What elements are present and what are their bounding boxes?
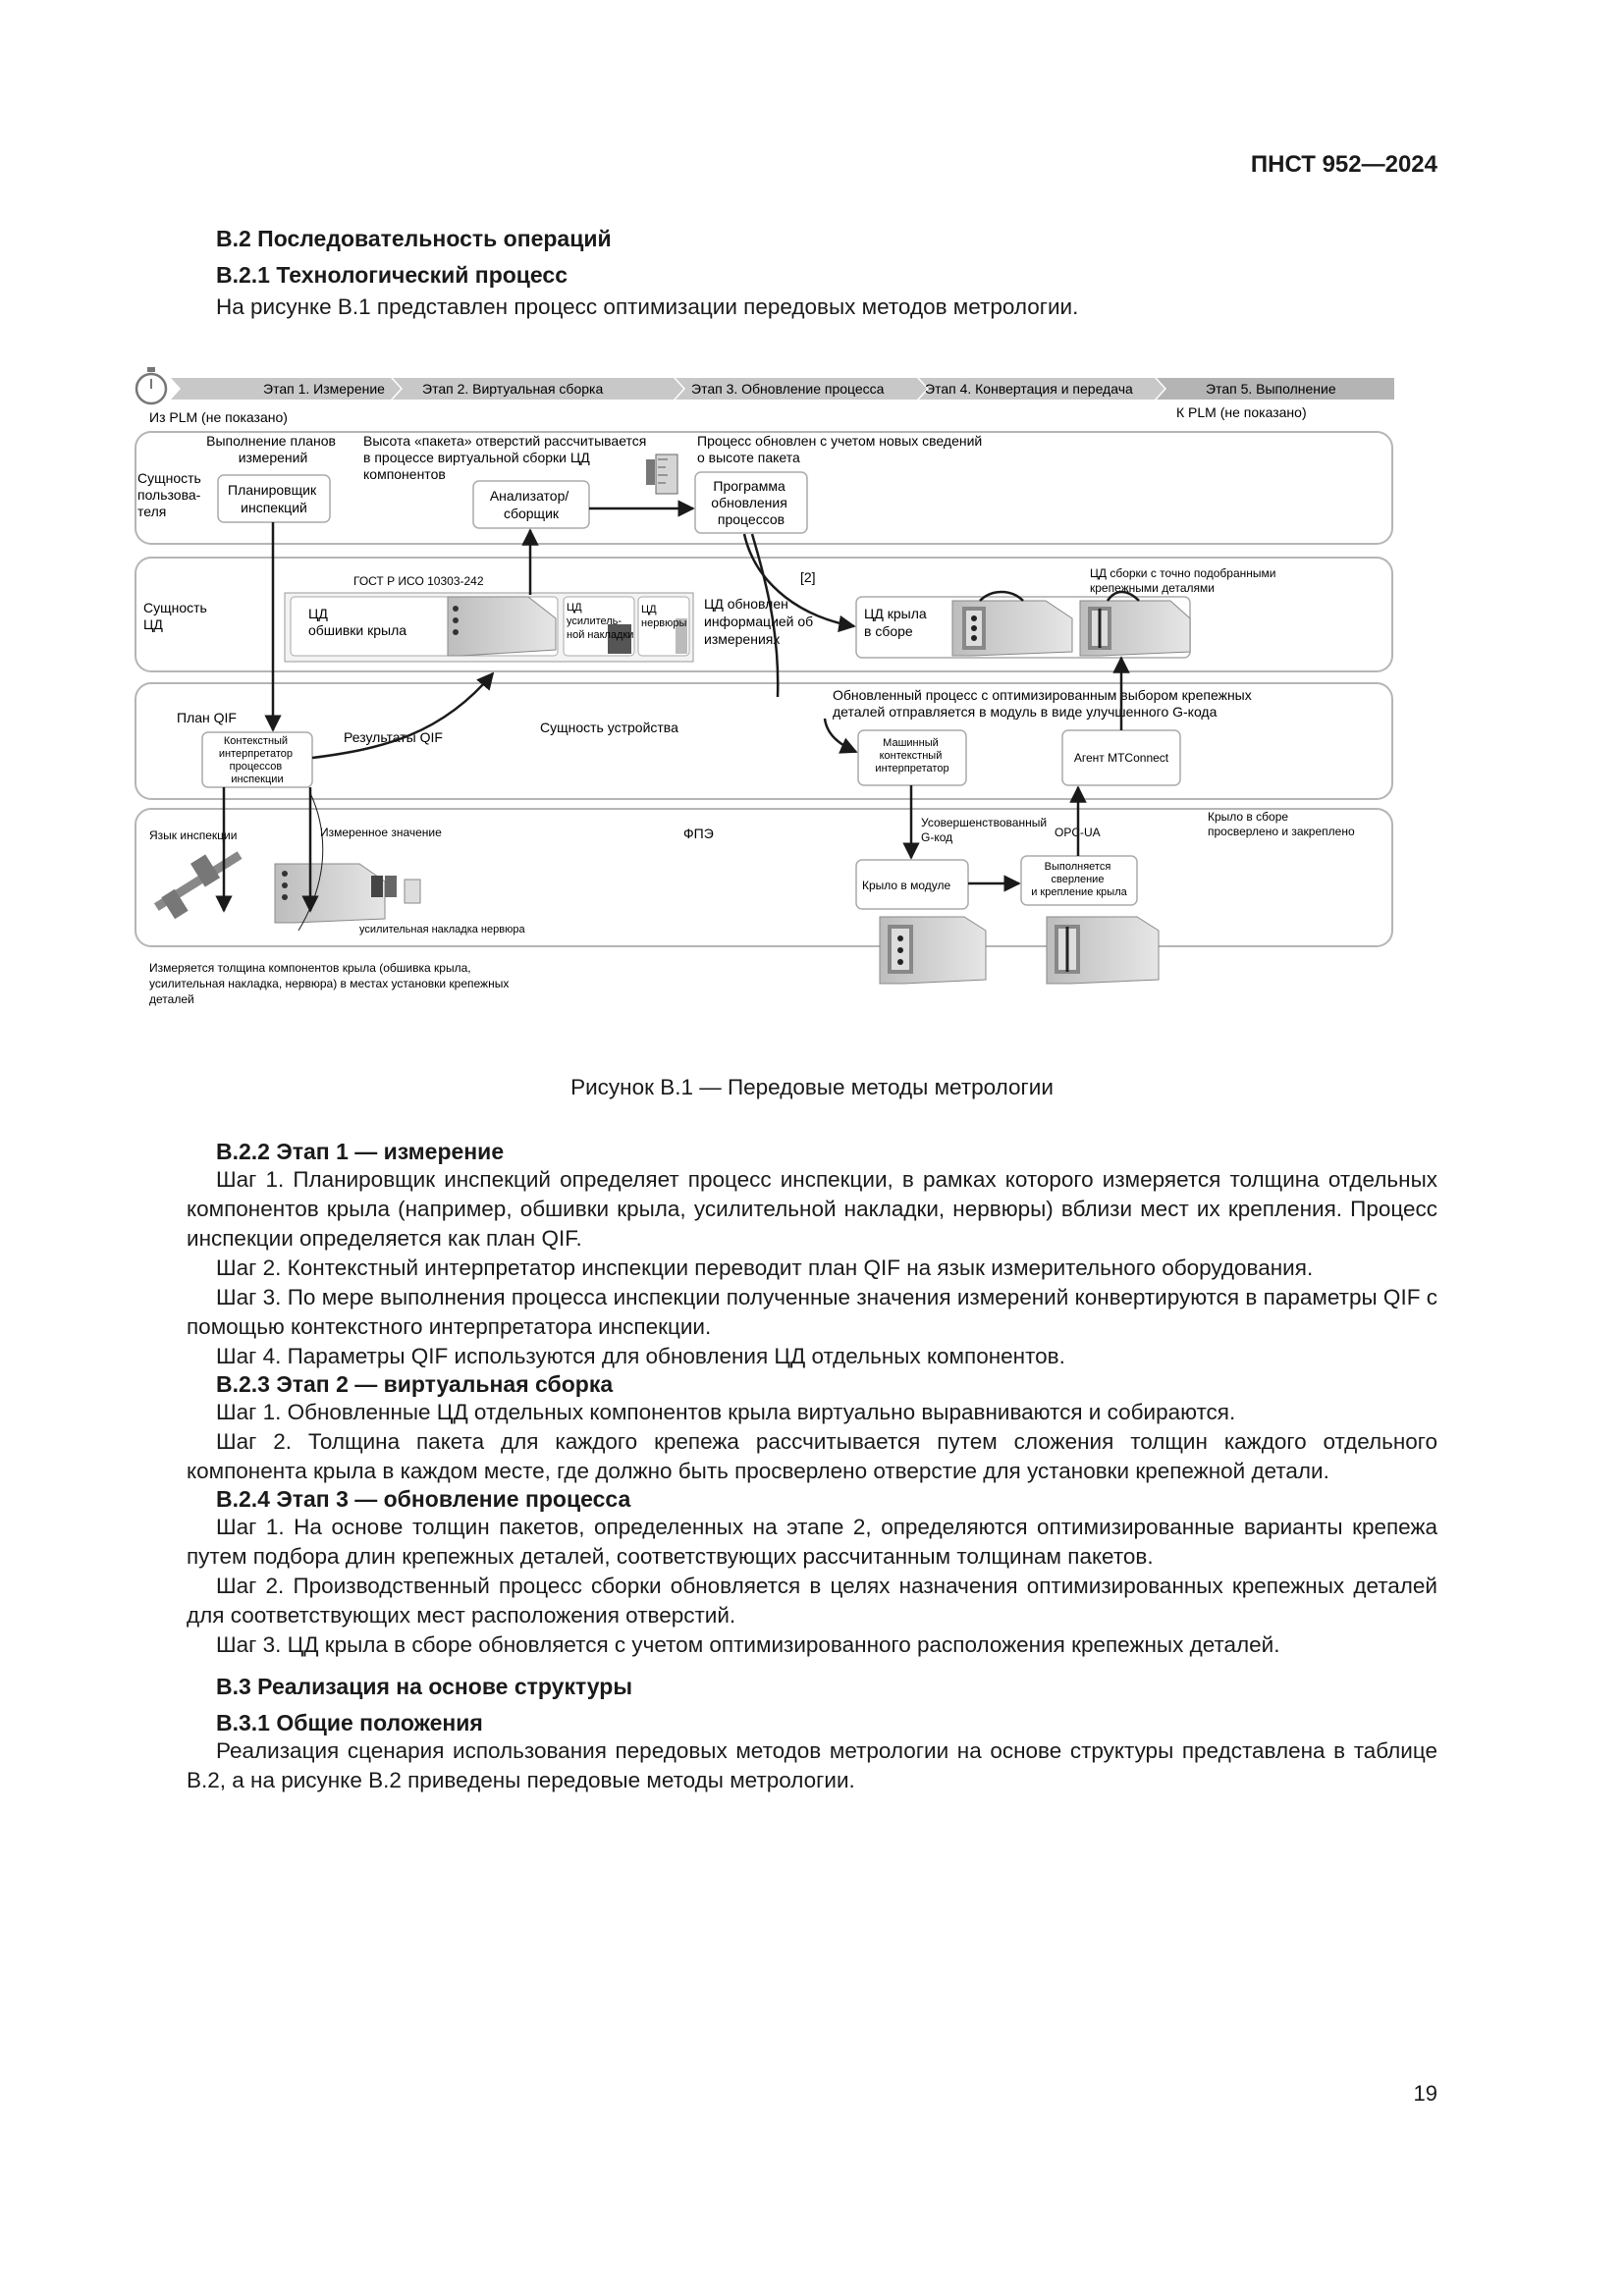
stopwatch-icon [135,367,168,405]
stage-1: Этап 1. Измерение [263,381,385,397]
stage-4: Этап 4. Конвертация и передача [925,381,1133,397]
doubler-shape [608,624,631,654]
stage-2: Этап 2. Виртуальная сборка [422,381,603,397]
rib-shape [676,618,687,654]
drilled-wing-image [1046,916,1160,985]
machine-interpreter-label: Машинный контекстный интерпретатор [875,737,948,774]
measured-value-label: Измеренное значение [320,826,442,839]
paragraph: Шаг 2. Контекстный интерпретатор инспекц… [216,1255,1314,1280]
section-b2: В.2 Последовательность операций В.2.1 Те… [187,226,1437,322]
process-diagram: Этап 1. Измерение Этап 2. Виртуальная сб… [135,367,1404,1006]
section-title: В.3 Реализация на основе структуры [216,1674,632,1699]
wing-done-label: Крыло в сборе просверлено и закреплено [1208,810,1355,838]
dt-doubler-label: ЦД усилитель- ной накладки [567,602,633,641]
dt-skin-label: ЦД обшивки крыла [308,606,406,638]
figure-b1: Этап 1. Измерение Этап 2. Виртуальная сб… [128,361,1404,1021]
subsection-title: В.2.1 Технологический процесс [216,262,568,288]
wing-in-module-label: Крыло в модуле [862,879,951,892]
note-stack: Высота «пакета» отверстий рассчитывается… [363,433,650,482]
wing-assembly-image [951,600,1073,657]
lane-user [135,431,1393,545]
caliper-image [153,851,243,920]
paragraph: Шаг 1. Планировщик инспекций определяет … [187,1167,1437,1251]
inspection-lang-label: Язык инспекции [149,828,237,842]
analyzer-box [472,480,590,529]
gost-label: ГОСТ Р ИСО 10303-242 [353,574,484,588]
lane-device [135,682,1393,800]
paragraph: Шаг 3. По мере выполнения процесса инспе… [187,1285,1437,1339]
analyzer-label: Анализатор/ сборщик [490,488,572,521]
inspection-interpreter-box [201,731,313,788]
paragraph: На рисунке В.1 представлен процесс оптим… [216,294,1079,319]
note-thickness: Измеряется толщина компонентов крыла (об… [149,961,513,1006]
connectors [215,500,1140,932]
paragraph: Шаг 1. На основе толщин пакетов, определ… [187,1515,1437,1569]
parts-label: усилительная накладка нервюра [359,924,525,935]
note-updated-process: Обновленный процесс с оптимизированным в… [833,687,1256,720]
paragraph: Шаг 2. Производственный процесс сборки о… [187,1574,1437,1628]
qif-results-label: Результаты QIF [344,729,443,745]
lane-user-label: Сущность пользова- теля [137,470,205,519]
paragraph: Шаг 2. Толщина пакета для каждого крепеж… [187,1429,1437,1483]
program-box [694,471,808,534]
lane-data [135,557,1393,672]
section-b22: В.2.2 Этап 1 — измерение Шаг 1. Планиров… [187,1139,1437,1795]
mtconnect-label: Агент MTConnect [1074,751,1169,765]
ref-2: [2] [800,569,816,585]
wing-skin-shape [447,596,557,657]
drilling-label: Выполняется сверление и крепление крыла [1031,861,1127,898]
dt-rib-label: ЦД нервюры [641,604,687,629]
note-process: Процесс обновлен с учетом новых сведений… [697,433,986,465]
note-plans: Выполнение планов измерений [206,433,340,465]
lane-fpe-label: ФПЭ [683,826,714,841]
paragraph: Шаг 4. Параметры QIF используются для об… [216,1344,1065,1368]
to-plm: К PLM (не показано) [1176,404,1307,420]
stage-bar: Этап 1. Измерение Этап 2. Виртуальная сб… [171,378,1404,400]
subsection-title: В.3.1 Общие положения [216,1710,483,1735]
improved-gcode-label: Усовершенствованный G-код [921,816,1050,844]
stage-3: Этап 3. Обновление процесса [691,381,885,397]
subsection-title: В.2.3 Этап 2 — виртуальная сборка [216,1371,614,1397]
stack-height-icon [646,454,678,495]
stage-5: Этап 5. Выполнение [1206,381,1336,397]
planner-label: Планировщик инспекций [228,482,320,515]
note-dt-fasteners: ЦД сборки с точно подобранными крепежным… [1090,566,1279,595]
wing-parts-image [274,863,421,924]
lane-data-label: Сущность ЦД [143,600,211,632]
paragraph: Шаг 3. ЦД крыла в сборе обновляется с уч… [216,1632,1280,1657]
page-number: 19 [1413,2081,1437,2106]
section-title: В.2 Последовательность операций [216,226,612,251]
subsection-title: В.2.2 Этап 1 — измерение [216,1139,505,1164]
lane-device-label: Сущность устройства [540,720,678,735]
program-label: Программа обновления процессов [711,478,790,527]
dt-assembly-label: ЦД крыла в сборе [864,606,931,639]
figure-caption: Рисунок В.1 — Передовые методы метрологи… [570,1075,1054,1099]
standard-code: ПНСТ 952—2024 [1250,151,1437,178]
inspection-interpreter-label: Контекстный интерпретатор процессов инсп… [219,735,296,785]
wing-fastened-image [1079,600,1191,657]
qif-plan-label: План QIF [177,710,237,725]
paragraph: Шаг 1. Обновленные ЦД отдельных компонен… [216,1400,1236,1424]
subsection-title: В.2.4 Этап 3 — обновление процесса [216,1486,631,1512]
dt-updated-label: ЦД обновлен информацией об измерениях [704,596,817,647]
from-plm: Из PLM (не показано) [149,409,288,425]
lane-fpe [135,808,1393,947]
module-wing-image [879,916,987,985]
paragraph: Реализация сценария использования передо… [187,1738,1437,1792]
